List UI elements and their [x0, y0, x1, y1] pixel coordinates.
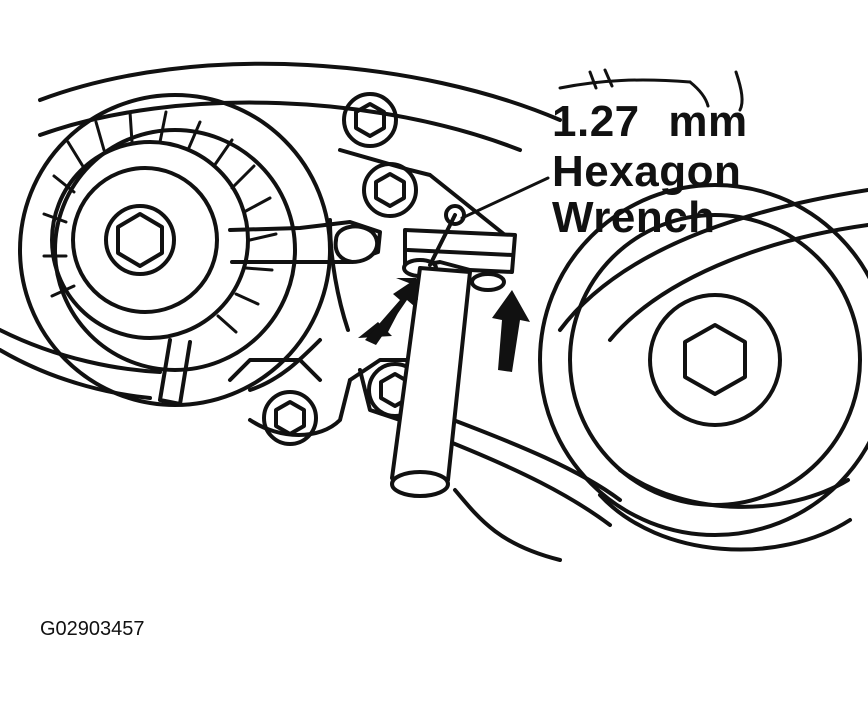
hexagon-wrench	[390, 213, 472, 498]
pulley-nut-icon	[116, 212, 164, 268]
crankshaft-pulley	[538, 183, 868, 552]
wrench-tool-label: Wrench	[552, 193, 716, 242]
hex-bolt-icon	[362, 162, 418, 218]
figure-id: G02903457	[40, 618, 145, 640]
hex-bolt-icon	[342, 92, 398, 148]
wrench-size-label: 1.27 mm	[552, 97, 748, 146]
hex-bolt-icon	[262, 390, 318, 446]
pulley-hex-socket	[683, 323, 747, 396]
callout-leader	[460, 176, 550, 220]
arrow-icon	[358, 276, 420, 345]
bolt-group	[262, 92, 423, 446]
drive-belt	[0, 61, 744, 527]
arrow-icon	[492, 290, 530, 372]
wrench-type-label: Hexagon	[552, 147, 742, 196]
